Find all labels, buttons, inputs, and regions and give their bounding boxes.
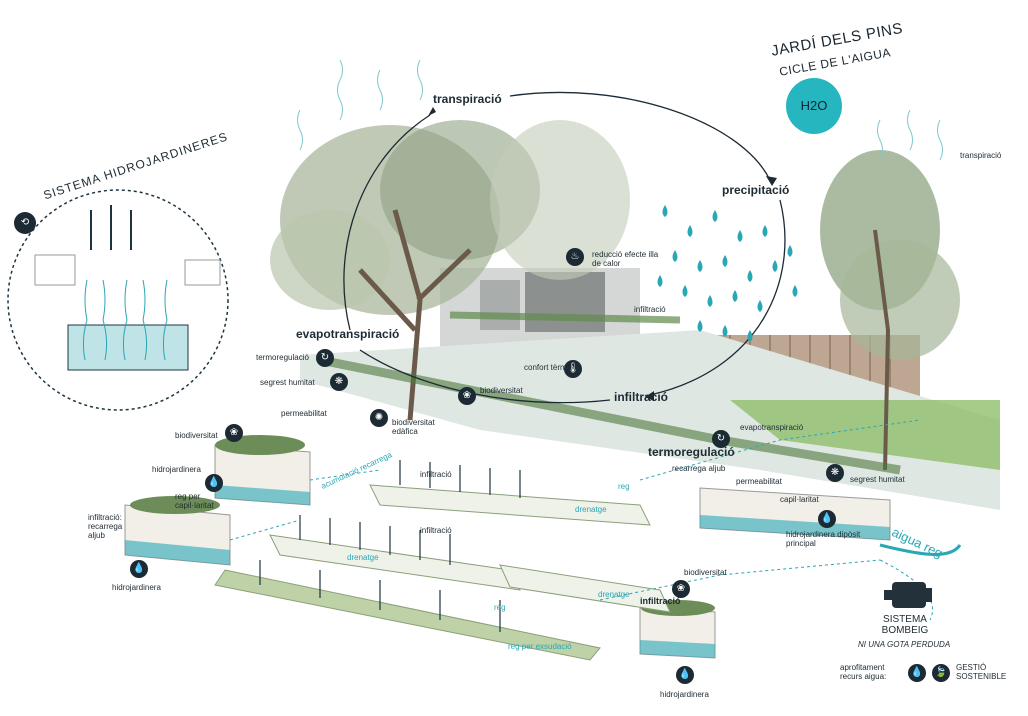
planter-box-main: [699, 487, 891, 541]
label-hidrojardinera-deposit: hidrojardinera dipòsit principal: [786, 530, 861, 548]
building-block: [480, 280, 520, 330]
label-reg-2: reg: [494, 603, 506, 612]
water-drop-icon: 💧: [818, 510, 836, 528]
label-confort: confort tèrmic: [524, 363, 573, 372]
label-termoregulacio-left: termoregulació: [256, 353, 309, 362]
tree-canopy-left: [270, 120, 630, 421]
label-segrest-right: segrest humitat: [850, 475, 905, 484]
biodiversity-icon: ❀: [225, 424, 243, 442]
label-hidrojardinera-box1: hidrojardinera: [152, 465, 201, 474]
water-drop-icon: 💧: [676, 666, 694, 684]
label-transpiracio-right: transpiració: [960, 151, 1002, 160]
humidity-icon: ❋: [826, 464, 844, 482]
roof-garden: [449, 311, 681, 324]
label-infiltracio-c2: infiltració: [420, 526, 452, 535]
planter-hedge: [319, 355, 901, 475]
water-cycle-icon: ⟲: [14, 212, 36, 234]
label-transpiracio: transpiració: [433, 92, 502, 106]
thermometer-icon: 🌡: [564, 360, 582, 378]
water-drop-icon: 💧: [205, 474, 223, 492]
label-infiltracio: infiltració: [614, 390, 669, 404]
thermoregulation-icon: ↻: [316, 349, 334, 367]
aigua-reg-pipe: [879, 543, 962, 556]
inset-drip-arrows: [90, 205, 132, 250]
inset-tank: [67, 324, 189, 371]
lawn: [730, 400, 1000, 470]
leaf-icon: 🍃: [932, 664, 950, 682]
inset-capillary-arrows: [82, 279, 168, 361]
label-hidrojardinera-box3: hidrojardinera: [660, 690, 709, 699]
h2o-badge: H2O: [786, 78, 842, 134]
label-infiltracio-recarrega: infiltració: recarrega aljub: [88, 513, 123, 540]
legend-aprofitament: aprofitament recurs aigua:: [840, 663, 887, 681]
label-infiltracio-box3: infiltració: [640, 596, 681, 606]
label-recarrega-right: recarrega aljub: [672, 464, 726, 473]
legend-gestio: GESTIÓ SOSTENIBLE: [956, 663, 1007, 681]
heat-island-icon: ♨: [566, 248, 584, 266]
soil-biodiversity-icon: ✺: [370, 409, 388, 427]
tree-canopy-right: [820, 150, 960, 471]
label-permeabilitat-left: permeabilitat: [281, 409, 327, 418]
label-permeabilitat-right: permeabilitat: [736, 477, 782, 486]
label-capillaritat-right: capil·laritat: [780, 495, 819, 504]
thermoregulation-icon: ↻: [712, 430, 730, 448]
label-reg-per-exsudacio: reg per exsudació: [508, 642, 572, 651]
label-biodiversitat-box1: biodiversitat: [175, 431, 218, 440]
label-infiltracio-c1: infiltració: [420, 470, 452, 479]
water-drop-icon: 💧: [130, 560, 148, 578]
label-evapotranspiracio: evapotranspiració: [296, 327, 400, 341]
pump-title: SISTEMA BOMBEIG: [881, 614, 929, 636]
inset-circle: [7, 189, 229, 411]
planter-box-2: [124, 496, 231, 566]
rain-drops: [657, 205, 798, 342]
label-biodiversitat-box3: biodiversitat: [684, 568, 727, 577]
label-biodiversitat-mid: biodiversitat: [480, 386, 523, 395]
irrigation-lines: [229, 419, 933, 621]
label-precipitacio: precipitació: [722, 183, 790, 197]
label-reg-capil: reg per capil·laritat: [175, 492, 214, 510]
label-hidrojardinera-box2: hidrojardinera: [112, 583, 161, 592]
building-block: [525, 272, 605, 332]
inset-fence-right: [184, 259, 221, 286]
label-drenatge-1: drenatge: [575, 505, 607, 514]
label-biodiversitat-edafica: biodiversitat edàfica: [392, 418, 435, 436]
label-infiltracio-roof: infiltració: [634, 305, 666, 314]
cycle-arrowheads: [428, 107, 777, 401]
label-drenatge-2: drenatge: [347, 553, 379, 562]
label-termoregulacio-right: termoregulació: [648, 445, 735, 459]
pump-icon: [884, 582, 932, 608]
biodiversity-icon: ❀: [672, 580, 690, 598]
ground-plane: [300, 330, 1000, 510]
transpiration-arrows: [297, 59, 943, 161]
biodiversity-icon: ❀: [458, 387, 476, 405]
label-evapotranspiracio-right: evapotranspiració: [740, 423, 804, 432]
infiltration-arrows: [259, 460, 521, 632]
inset-fence-left: [34, 254, 76, 286]
pump-subtitle: NI UNA GOTA PERDUDA: [858, 640, 951, 649]
label-drenatge-3: drenatge: [598, 590, 630, 599]
humidity-icon: ❋: [330, 373, 348, 391]
infiltration-slabs: [214, 484, 671, 661]
label-reduccio: reducció efecte illa de calor: [592, 250, 659, 268]
planter-box-1: [214, 435, 311, 506]
label-reg-1: reg: [618, 482, 630, 491]
label-segrest-left: segrest humitat: [260, 378, 315, 387]
water-drop-icon: 💧: [908, 664, 926, 682]
